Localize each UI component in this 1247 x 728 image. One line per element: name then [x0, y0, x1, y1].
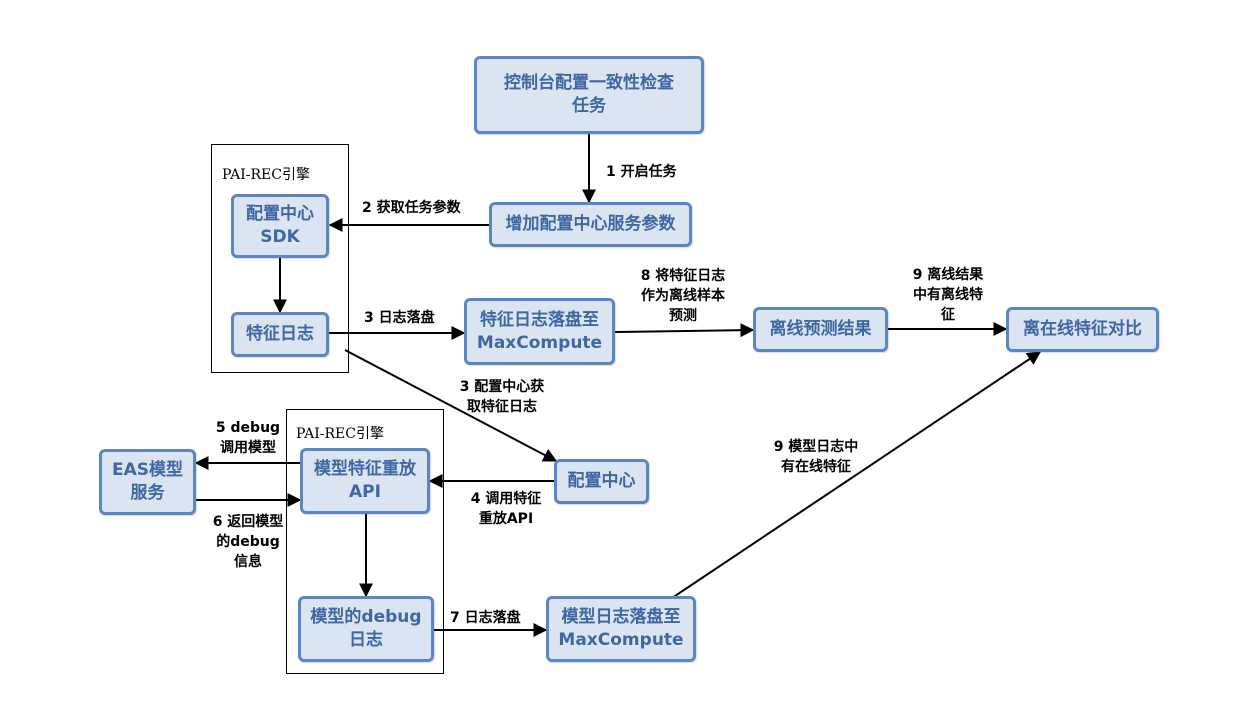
node-eas-service: EAS模型 服务 [99, 449, 196, 515]
edge-offline-predict [614, 323, 755, 338]
engine-group-top [211, 144, 349, 373]
node-config-sdk: 配置中心 SDK [231, 194, 329, 258]
engine-group-bottom-label: PAI-REC引擎 [296, 426, 384, 442]
edge-online-compare [671, 351, 1042, 599]
label-return-debug-info: 6 返回模型 的debug 信息 [212, 514, 284, 570]
node-console-task: 控制台配置一致性检查 任务 [474, 56, 704, 134]
node-feature-to-maxcompute: 特征日志落盘至 MaxCompute [464, 298, 615, 365]
node-add-params: 增加配置中心服务参数 [489, 202, 692, 247]
label-log-to-disk: 3 日志落盘 [364, 310, 435, 326]
engine-group-bottom [286, 409, 444, 674]
label-open-task: 1 开启任务 [606, 164, 677, 180]
node-debug-log: 模型的debug 日志 [298, 596, 434, 662]
label-get-params: 2 获取任务参数 [362, 200, 461, 216]
node-model-to-maxcompute: 模型日志落盘至 MaxCompute [546, 596, 696, 662]
label-offline-predict: 8 将特征日志 作为离线样本 预测 [640, 268, 726, 324]
node-config-center: 配置中心 [554, 459, 649, 504]
engine-group-top-label: PAI-REC引擎 [222, 167, 310, 183]
label-debug-log-to-disk: 7 日志落盘 [450, 610, 521, 626]
label-config-fetch-log: 3 配置中心获 取特征日志 [459, 379, 545, 415]
node-feature-log: 特征日志 [231, 312, 329, 357]
node-replay-api: 模型特征重放 API [300, 448, 430, 514]
label-online-compare: 9 模型日志中 有在线特征 [773, 439, 859, 475]
node-compare: 离在线特征对比 [1006, 307, 1159, 352]
edge-config-fetch-log [344, 349, 558, 462]
label-debug-call-model: 5 debug 调用模型 [215, 420, 281, 456]
node-offline-result: 离线预测结果 [753, 307, 888, 352]
label-call-replay-api: 4 调用特征 重放API [470, 491, 542, 527]
label-offline-compare: 9 离线结果 中有离线特 征 [912, 267, 984, 323]
